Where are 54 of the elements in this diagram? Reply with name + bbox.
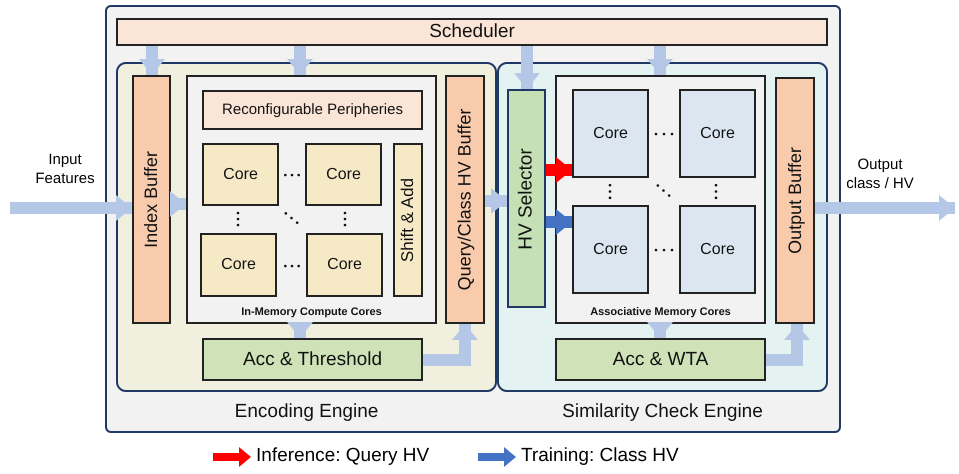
buffer-bar: [775, 77, 815, 324]
buffer-bar: [445, 75, 485, 324]
block-label: Core: [700, 240, 735, 260]
arrow: [170, 191, 186, 217]
core-box: [679, 89, 756, 178]
io-label: Input Features: [34, 150, 96, 188]
arrow: [10, 195, 132, 221]
block-label: Query/Class HV Buffer: [454, 108, 476, 290]
block-label: Core: [223, 164, 258, 184]
scheduler-bar: [116, 18, 828, 46]
core-box: [202, 143, 279, 206]
block-label: Index Buffer: [141, 151, 162, 248]
array-caption: In-Memory Compute Cores: [240, 306, 383, 318]
block-label: Acc & Threshold: [242, 348, 382, 372]
block-label: Core: [221, 255, 256, 275]
block-label: Core: [593, 240, 628, 260]
accumulator-box: [555, 338, 766, 381]
legend-label: Inference: Query HV: [256, 446, 430, 465]
block-label: Core: [593, 124, 628, 144]
block-label: Acc & WTA: [612, 348, 708, 372]
selector-bar: [507, 89, 546, 308]
arrow: [546, 209, 572, 235]
shift-add-box: [393, 143, 423, 297]
peripheral-box: [202, 90, 423, 130]
core-array-box: [555, 75, 766, 324]
block-label: HV Selector: [516, 148, 538, 250]
core-box: [306, 233, 383, 297]
block-label: Scheduler: [429, 20, 515, 44]
accumulator-box: [202, 338, 423, 381]
arrow: [485, 188, 507, 214]
block-label: Reconfigurable Peripheries: [222, 100, 403, 120]
legend-label: Training: Class HV: [521, 446, 679, 465]
core-box: [200, 233, 277, 297]
block-label: Core: [326, 164, 361, 184]
engine-title: Similarity Check Engine: [561, 401, 764, 423]
block-label: Core: [700, 124, 735, 144]
block-label: Shift & Add: [398, 178, 418, 262]
block-label: Core: [327, 255, 362, 275]
array-caption: Associative Memory Cores: [589, 306, 732, 318]
arrow: [287, 46, 313, 75]
core-box: [572, 89, 649, 178]
core-array-box: [186, 75, 437, 324]
engine-title: Encoding Engine: [234, 401, 380, 423]
io-label: Output class / HV: [845, 155, 915, 193]
core-box: [679, 205, 756, 294]
core-box: [572, 205, 649, 294]
arrow: [287, 322, 313, 338]
arrow: [815, 195, 955, 221]
core-box: [305, 143, 382, 206]
block-label: Output Buffer: [784, 147, 806, 254]
buffer-bar: [132, 75, 171, 324]
arrow: [647, 46, 673, 75]
arrow: [647, 322, 673, 338]
chip-outline: [105, 5, 841, 433]
